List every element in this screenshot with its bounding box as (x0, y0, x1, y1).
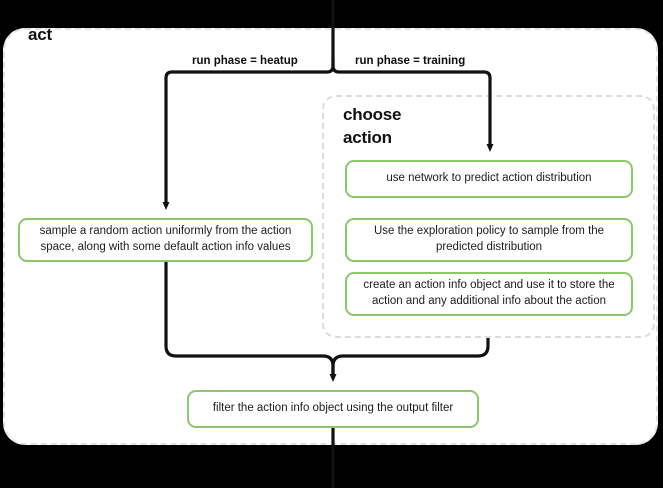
box-create-action-info: create an action info object and use it … (345, 272, 633, 316)
edge-label-heatup: run phase = heatup (192, 55, 298, 67)
act-title: act (28, 25, 52, 44)
box-filter-output: filter the action info object using the … (187, 390, 479, 428)
box-exploration-policy: Use the exploration policy to sample fro… (345, 218, 633, 262)
box-use-network: use network to predict action distributi… (345, 160, 633, 198)
edge-label-training: run phase = training (355, 55, 466, 67)
box-sample-random-action: sample a random action uniformly from th… (18, 218, 313, 262)
